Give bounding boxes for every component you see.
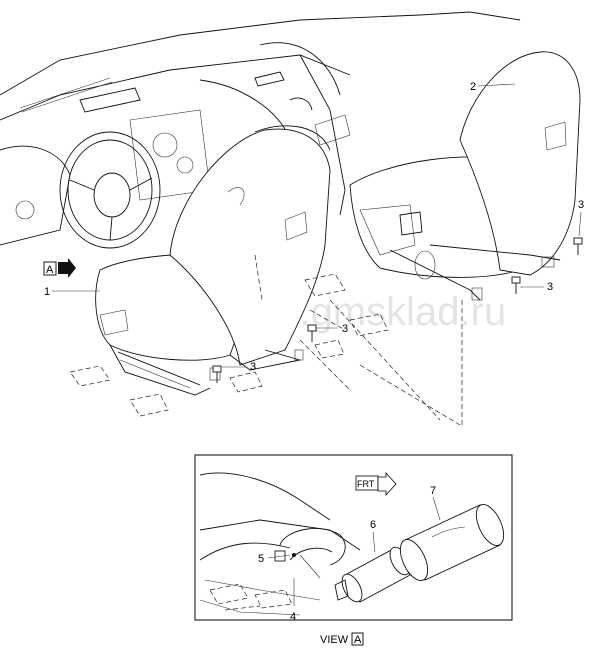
callout-5: 5 — [258, 553, 264, 565]
bolts — [212, 237, 583, 383]
svg-text:A: A — [354, 634, 362, 646]
arrow-right-icon — [377, 471, 397, 497]
callout-3: 3 — [578, 199, 584, 211]
view-caption: VIEW A — [320, 632, 364, 646]
arrow-right-icon — [58, 258, 76, 278]
bolt-icon — [573, 237, 583, 255]
callout-4: 4 — [290, 611, 296, 623]
svg-text:VIEW: VIEW — [320, 634, 349, 646]
front-label: FRT — [357, 479, 375, 489]
bolt-icon — [511, 276, 521, 294]
callout-3: 3 — [547, 281, 553, 293]
view-a-marker: A — [43, 258, 76, 278]
passenger-seat — [349, 51, 581, 301]
callout-3: 3 — [250, 361, 256, 373]
svg-text:A: A — [46, 264, 54, 276]
floor-brackets — [69, 254, 463, 426]
callout-3: 3 — [342, 323, 348, 335]
callout-7: 7 — [430, 485, 436, 497]
callout-1: 1 — [44, 286, 50, 298]
bolt-icon — [212, 365, 222, 383]
steering-wheel — [15, 131, 161, 249]
inset-view-a: FRT 7 6 5 4 — [194, 454, 513, 623]
callout-2: 2 — [470, 81, 476, 93]
driver-seat — [95, 125, 331, 396]
callout-6: 6 — [370, 519, 376, 531]
